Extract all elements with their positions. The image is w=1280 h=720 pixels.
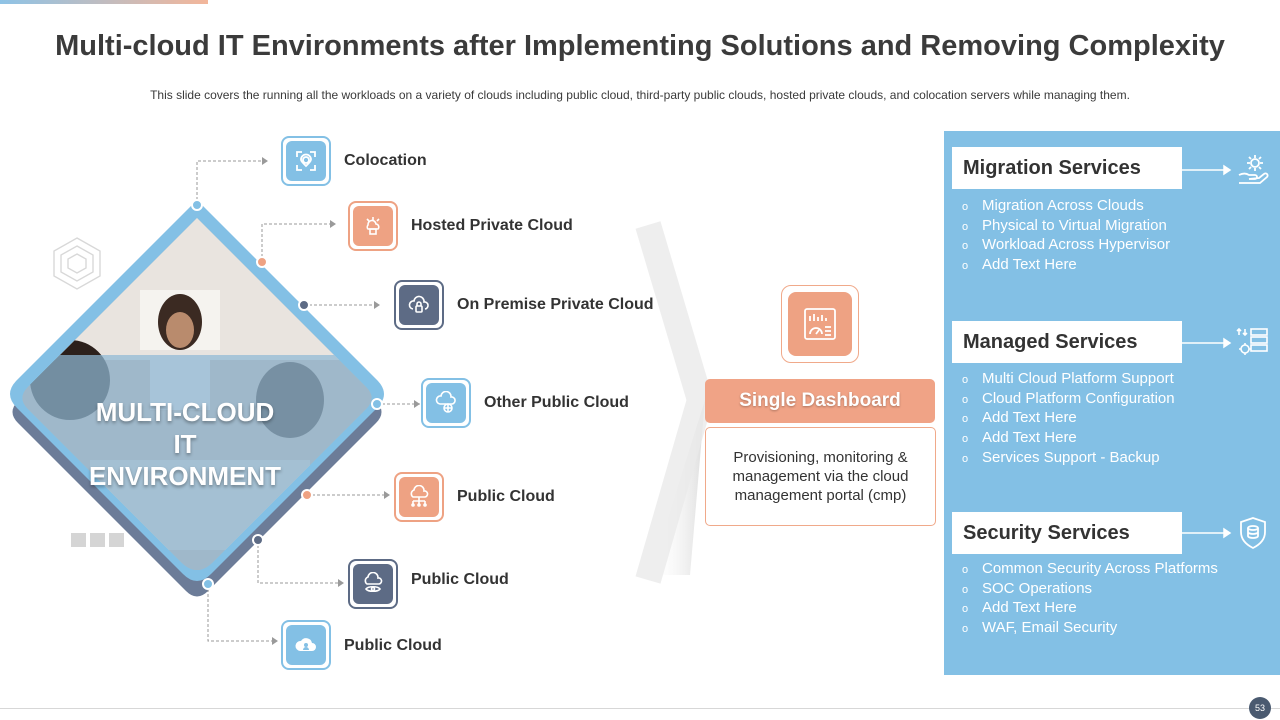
- item-label-other-public-cloud: Other Public Cloud: [484, 394, 629, 411]
- cloud-network-icon: [399, 477, 439, 517]
- bullet-text: Add Text Here: [982, 429, 1077, 447]
- cloud-lock-icon: [399, 285, 439, 325]
- hosted-cloud-icon: [353, 206, 393, 246]
- bullet-marker: o: [962, 240, 969, 253]
- list-item: o Physical to Virtual Migration: [962, 217, 1170, 237]
- center-label-line-2: IT: [173, 429, 197, 459]
- connector-lines: [196, 160, 420, 642]
- center-label: MULTI-CLOUD IT ENVIRONMENT: [60, 396, 310, 492]
- bullet-text: Add Text Here: [982, 409, 1077, 427]
- list-item: o Workload Across Hypervisor: [962, 236, 1170, 256]
- center-label-line-1: MULTI-CLOUD: [95, 397, 275, 427]
- list-item: o Migration Across Clouds: [962, 197, 1170, 217]
- list-item: o Services Support - Backup: [962, 449, 1175, 469]
- bullet-marker: o: [962, 564, 969, 576]
- bullet-marker: o: [962, 583, 969, 596]
- hexagon-decoration: [53, 237, 101, 290]
- page-number: 53: [1249, 697, 1271, 719]
- item-label-colocation: Colocation: [344, 152, 427, 169]
- bullet-text: Multi Cloud Platform Support: [982, 370, 1174, 387]
- list-item: o Add Text Here: [962, 599, 1218, 619]
- bullet-text: Physical to Virtual Migration: [982, 216, 1167, 234]
- on-premise-cloud-icon-box: [394, 280, 444, 330]
- bullet-marker: o: [962, 374, 969, 386]
- list-item: o Cloud Platform Configuration: [962, 390, 1175, 410]
- other-public-cloud-icon-box: [421, 378, 471, 428]
- item-label-public-cloud-1: Public Cloud: [457, 488, 555, 505]
- bullet-text: Common Security Across Platforms: [982, 560, 1218, 577]
- cloud-globe-icon: [426, 383, 466, 423]
- slide-title: Multi-cloud IT Environments after Implem…: [55, 30, 1225, 62]
- bullet-marker: o: [962, 603, 969, 616]
- bullet-marker: o: [962, 413, 969, 426]
- bullet-text: Cloud Platform Configuration: [982, 389, 1175, 407]
- list-item: o WAF, Email Security: [962, 619, 1218, 639]
- public-cloud-3-icon-box: [281, 620, 331, 670]
- bullet-text: SOC Operations: [982, 579, 1093, 597]
- bullet-text: Services Support - Backup: [982, 448, 1160, 466]
- bullet-marker: o: [962, 393, 969, 406]
- location-icon: [286, 141, 326, 181]
- public-cloud-2-icon-box: [348, 559, 398, 609]
- cloud-user-icon: [286, 625, 326, 665]
- gear-hand-icon: [1238, 155, 1269, 184]
- bullet-marker: o: [962, 220, 969, 233]
- security-services-title: Security Services: [952, 512, 1182, 554]
- list-item: o SOC Operations: [962, 580, 1218, 600]
- bullet-text: Migration Across Clouds: [982, 197, 1144, 214]
- bullet-marker: o: [962, 623, 969, 636]
- chevron-shape: [650, 225, 705, 575]
- list-item: o Add Text Here: [962, 429, 1175, 449]
- dashboard-icon: [788, 292, 852, 356]
- list-item: o Common Security Across Platforms: [962, 560, 1218, 580]
- item-label-public-cloud-3: Public Cloud: [344, 637, 442, 654]
- connector-dots: [191, 199, 383, 590]
- square-decoration: [71, 533, 86, 547]
- hosted-private-cloud-icon-box: [348, 201, 398, 251]
- bullet-marker: o: [962, 260, 969, 273]
- bullet-text: Workload Across Hypervisor: [982, 236, 1171, 254]
- dashboard-title: Single Dashboard: [705, 379, 935, 423]
- cloud-eye-icon: [353, 564, 393, 604]
- shield-database-icon: [1240, 517, 1266, 550]
- dashboard-description: Provisioning, monitoring & management vi…: [705, 427, 936, 526]
- bullet-text: Add Text Here: [982, 599, 1077, 617]
- bullet-marker: o: [962, 201, 969, 213]
- list-item: o Multi Cloud Platform Support: [962, 370, 1175, 390]
- list-item: o Add Text Here: [962, 409, 1175, 429]
- item-label-hosted-private-cloud: Hosted Private Cloud: [411, 217, 573, 234]
- colocation-icon-box: [281, 136, 331, 186]
- list-item: o Add Text Here: [962, 256, 1170, 276]
- connector-arrowheads: [262, 157, 420, 645]
- slide-subtitle: This slide covers the running all the wo…: [150, 88, 1130, 102]
- bullet-marker: o: [962, 433, 969, 446]
- service-arrows: [1182, 164, 1232, 539]
- footer-divider: [0, 708, 1280, 709]
- managed-services-title: Managed Services: [952, 321, 1182, 363]
- item-label-on-premise-private-cloud: On Premise Private Cloud: [457, 296, 654, 313]
- top-accent-bar: [0, 0, 208, 4]
- dashboard-icon-box: [781, 285, 859, 363]
- bullet-text: Add Text Here: [982, 256, 1077, 274]
- item-label-public-cloud-2: Public Cloud: [411, 571, 509, 588]
- center-label-line-3: ENVIRONMENT: [88, 461, 282, 491]
- services-panel: [944, 131, 1280, 675]
- public-cloud-1-icon-box: [394, 472, 444, 522]
- bullet-marker: o: [962, 452, 969, 465]
- bullet-text: WAF, Email Security: [982, 619, 1118, 637]
- server-settings-icon: [1236, 327, 1268, 355]
- migration-services-title: Migration Services: [952, 147, 1182, 189]
